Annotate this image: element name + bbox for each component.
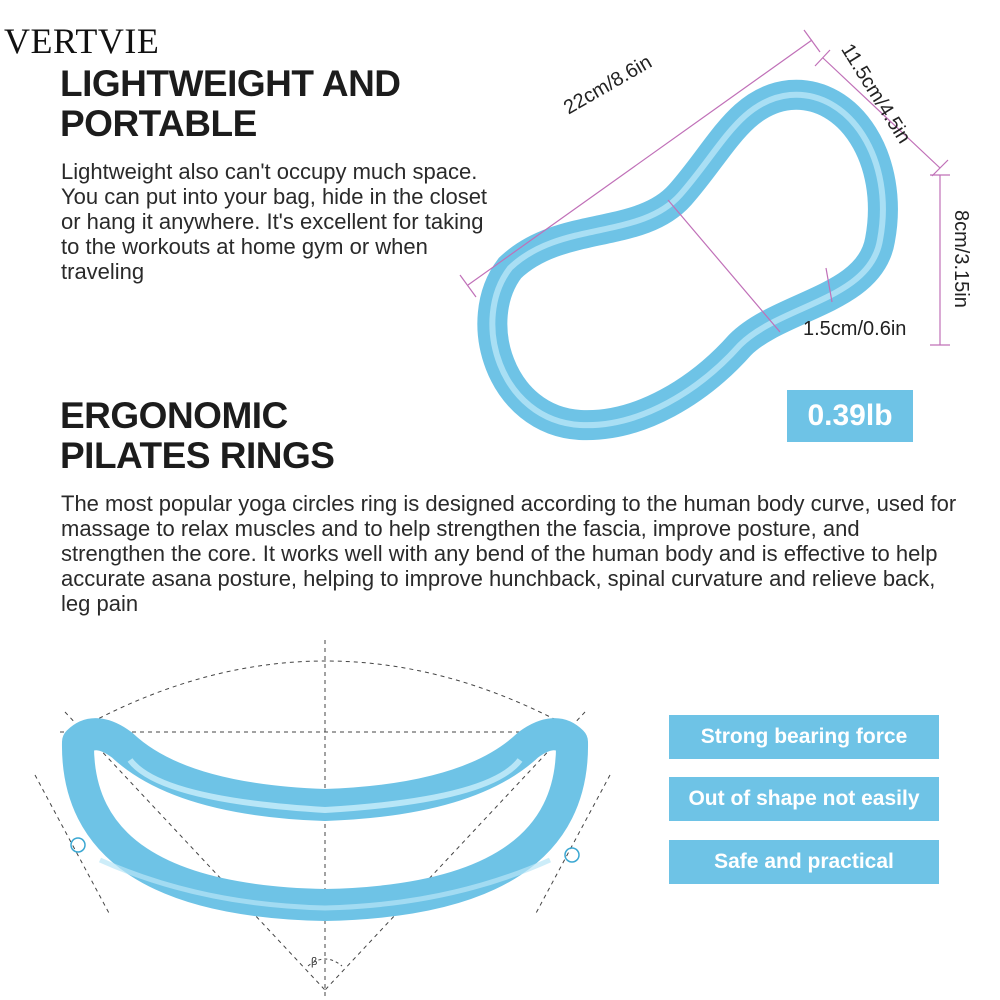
weight-badge: 0.39lb — [787, 390, 913, 442]
ergonomic-heading: ERGONOMIC PILATES RINGS — [60, 396, 480, 476]
portable-heading-line1: LIGHTWEIGHT AND — [60, 63, 401, 104]
feature-badge-shape: Out of shape not easily — [669, 777, 939, 821]
angle-label: β — [311, 956, 318, 968]
ergonomic-description: The most popular yoga circles ring is de… — [61, 491, 957, 616]
feature-badge-safe: Safe and practical — [669, 840, 939, 884]
ergonomic-heading-line2: PILATES RINGS — [60, 435, 335, 476]
pivot-marker-left — [70, 837, 86, 853]
ergonomic-heading-line1: ERGONOMIC — [60, 395, 288, 436]
height-dimension-label: 8cm/3.15in — [950, 210, 972, 308]
tube-dimension-label: 1.5cm/0.6in — [803, 318, 907, 340]
pivot-marker-right — [564, 847, 580, 863]
dimension-lines — [459, 29, 950, 346]
ring-top-view — [477, 79, 898, 441]
portable-heading: LIGHTWEIGHT AND PORTABLE — [60, 64, 480, 144]
ring-side-view — [61, 718, 589, 921]
portable-description: Lightweight also can't occupy much space… — [61, 159, 488, 284]
brand-logo: VERTVIE — [4, 21, 160, 61]
portable-heading-line2: PORTABLE — [60, 103, 257, 144]
feature-badge-bearing: Strong bearing force — [669, 715, 939, 759]
